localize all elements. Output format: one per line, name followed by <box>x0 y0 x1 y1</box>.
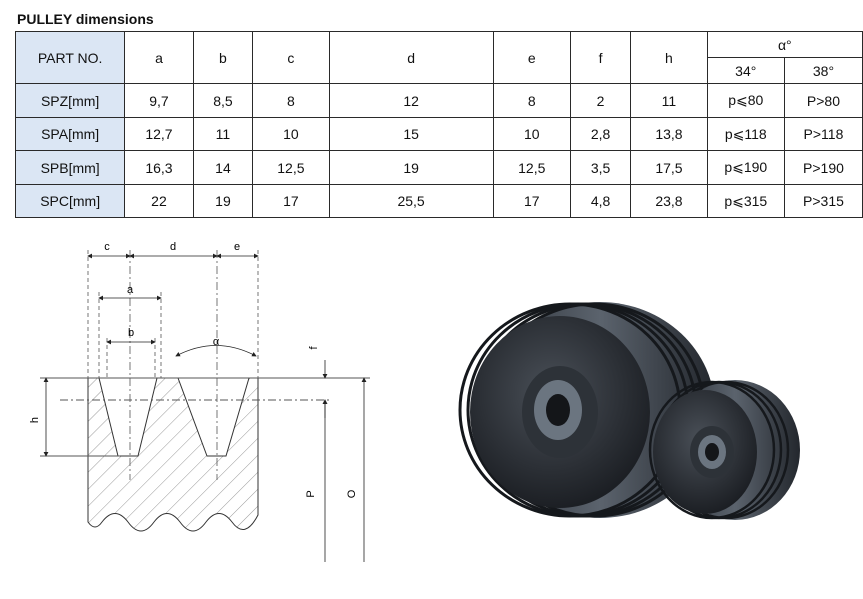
alpha-arc <box>175 345 257 357</box>
header-alpha-38: 38° <box>783 57 863 84</box>
pulley-dimensions-table: PART NO. a b c d e f h α° 34° 38° SPZ[mm… <box>14 31 863 218</box>
cell-e: 17 <box>492 184 571 218</box>
row-part: SPB[mm] <box>14 150 126 185</box>
cell-alpha-38: P>118 <box>783 117 863 151</box>
header-d: d <box>328 31 494 84</box>
row-part: SPA[mm] <box>14 117 126 151</box>
pulley-photo <box>458 302 800 520</box>
table-row: SPB[mm] 16,3 14 12,5 19 12,5 3,5 17,5 p⩽… <box>14 150 863 185</box>
cell-c: 12,5 <box>252 150 330 185</box>
cell-a: 12,7 <box>124 117 194 151</box>
header-b: b <box>192 31 254 84</box>
cell-alpha-38: P>80 <box>783 83 863 118</box>
header-alpha: α° <box>706 31 863 58</box>
label-f: f <box>308 346 320 350</box>
cell-alpha-38: P>315 <box>783 184 863 218</box>
cell-b: 11 <box>192 117 254 151</box>
header-alpha-34: 34° <box>706 57 785 84</box>
label-e: e <box>234 241 240 253</box>
label-b: b <box>128 327 134 339</box>
row-part: SPC[mm] <box>14 184 126 218</box>
cell-c: 17 <box>252 184 330 218</box>
cell-h: 17,5 <box>630 150 708 185</box>
cell-alpha-34: p⩽80 <box>706 83 785 118</box>
header-e: e <box>492 31 571 84</box>
cell-h: 23,8 <box>630 184 708 218</box>
pulley-section <box>87 377 259 532</box>
small-pulley <box>648 380 800 520</box>
cell-e: 12,5 <box>492 150 571 185</box>
cell-e: 8 <box>492 83 571 118</box>
header-part-no: PART NO. <box>14 31 126 84</box>
label-d: d <box>170 241 176 253</box>
label-p: P <box>305 490 317 497</box>
cell-d: 19 <box>328 150 494 185</box>
row-part: SPZ[mm] <box>14 83 126 118</box>
label-o: O <box>346 489 358 498</box>
cell-e: 10 <box>492 117 571 151</box>
cell-b: 8,5 <box>192 83 254 118</box>
cell-b: 19 <box>192 184 254 218</box>
label-h: h <box>29 417 41 423</box>
label-alpha: α <box>213 336 220 348</box>
cell-a: 16,3 <box>124 150 194 185</box>
cell-f: 4,8 <box>569 184 632 218</box>
cell-alpha-34: p⩽190 <box>706 150 785 185</box>
cell-d: 25,5 <box>328 184 494 218</box>
cell-alpha-38: P>190 <box>783 150 863 185</box>
groove-profile-drawing: c d e a b α h f P O <box>29 241 370 562</box>
cell-f: 2,8 <box>569 117 632 151</box>
cell-b: 14 <box>192 150 254 185</box>
cell-c: 10 <box>252 117 330 151</box>
header-h: h <box>630 31 708 84</box>
header-c: c <box>252 31 330 84</box>
table-row: SPC[mm] 22 19 17 25,5 17 4,8 23,8 p⩽315 … <box>14 184 863 218</box>
label-a: a <box>127 284 134 296</box>
cell-f: 3,5 <box>569 150 632 185</box>
table-row: SPZ[mm] 9,7 8,5 8 12 8 2 11 p⩽80 P>80 <box>14 83 863 118</box>
cell-h: 13,8 <box>630 117 708 151</box>
cell-c: 8 <box>252 83 330 118</box>
cell-d: 12 <box>328 83 494 118</box>
cell-alpha-34: p⩽118 <box>706 117 785 151</box>
header-a: a <box>124 31 194 84</box>
cell-d: 15 <box>328 117 494 151</box>
cell-f: 2 <box>569 83 632 118</box>
cell-alpha-34: p⩽315 <box>706 184 785 218</box>
label-c: c <box>104 241 110 253</box>
page-title: PULLEY dimensions <box>17 11 154 27</box>
header-f: f <box>569 31 632 84</box>
cell-a: 22 <box>124 184 194 218</box>
cell-h: 11 <box>630 83 708 118</box>
table-row: SPA[mm] 12,7 11 10 15 10 2,8 13,8 p⩽118 … <box>14 117 863 151</box>
cell-a: 9,7 <box>124 83 194 118</box>
